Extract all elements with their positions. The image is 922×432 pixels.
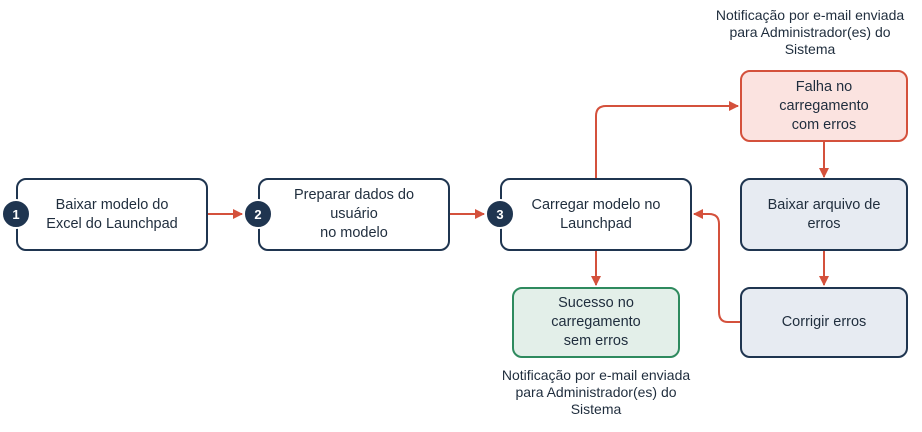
failure-email-notification: Notificação por e-mail enviada para Admi… [715,7,905,57]
step-3-label: Carregar modelo no Launchpad [531,196,661,232]
step-2-prepare-data: Preparar dados do usuário no modelo [258,178,450,251]
step-3-badge: 3 [485,199,515,229]
upload-failure-label: Falha no carregamento com erros [779,78,869,133]
download-error-file-node: Baixar arquivo de erros [740,178,908,251]
step-1-download-template: Baixar modelo do Excel do Launchpad [16,178,208,251]
step-1-label: Baixar modelo do Excel do Launchpad [46,196,178,232]
step-2-label: Preparar dados do usuário no modelo [293,187,415,241]
step-1-badge: 1 [1,199,31,229]
download-error-file-label: Baixar arquivo de erros [767,196,881,232]
arrow-fix-to-step3 [693,209,741,323]
step-3-upload-template: Carregar modelo no Launchpad [500,178,692,251]
step-2-badge: 2 [243,199,273,229]
arrow-step3-to-failure [595,101,739,178]
upload-failure-node: Falha no carregamento com erros [740,70,908,142]
fix-errors-label: Corrigir erros [781,314,867,330]
fix-errors-node: Corrigir erros [740,287,908,358]
upload-success-label: Sucesso no carregamento sem erros [551,295,641,349]
upload-success-node: Sucesso no carregamento sem erros [512,287,680,358]
success-email-notification: Notificação por e-mail enviada para Admi… [501,367,691,417]
